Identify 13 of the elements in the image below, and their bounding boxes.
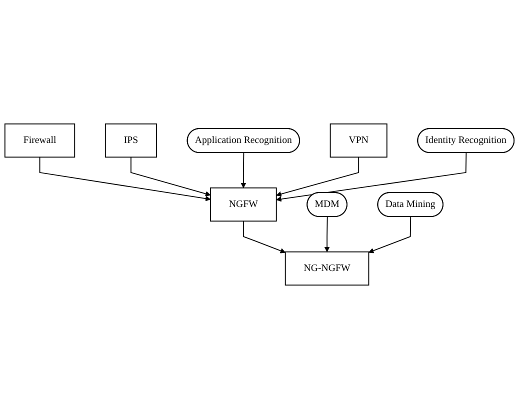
arrow — [276, 152, 467, 202]
node-box: VPN — [330, 124, 388, 158]
node-box: NGFW — [210, 188, 277, 222]
arrow — [276, 157, 360, 198]
node-box: NG-NGFW — [284, 252, 370, 286]
node-box: IPS — [104, 124, 157, 158]
arrow — [240, 152, 246, 189]
arrow — [130, 157, 211, 197]
arrow — [242, 221, 286, 254]
arrow — [324, 216, 330, 253]
arrow — [39, 157, 211, 202]
arrow — [368, 216, 412, 254]
node-box: Firewall — [4, 124, 76, 158]
